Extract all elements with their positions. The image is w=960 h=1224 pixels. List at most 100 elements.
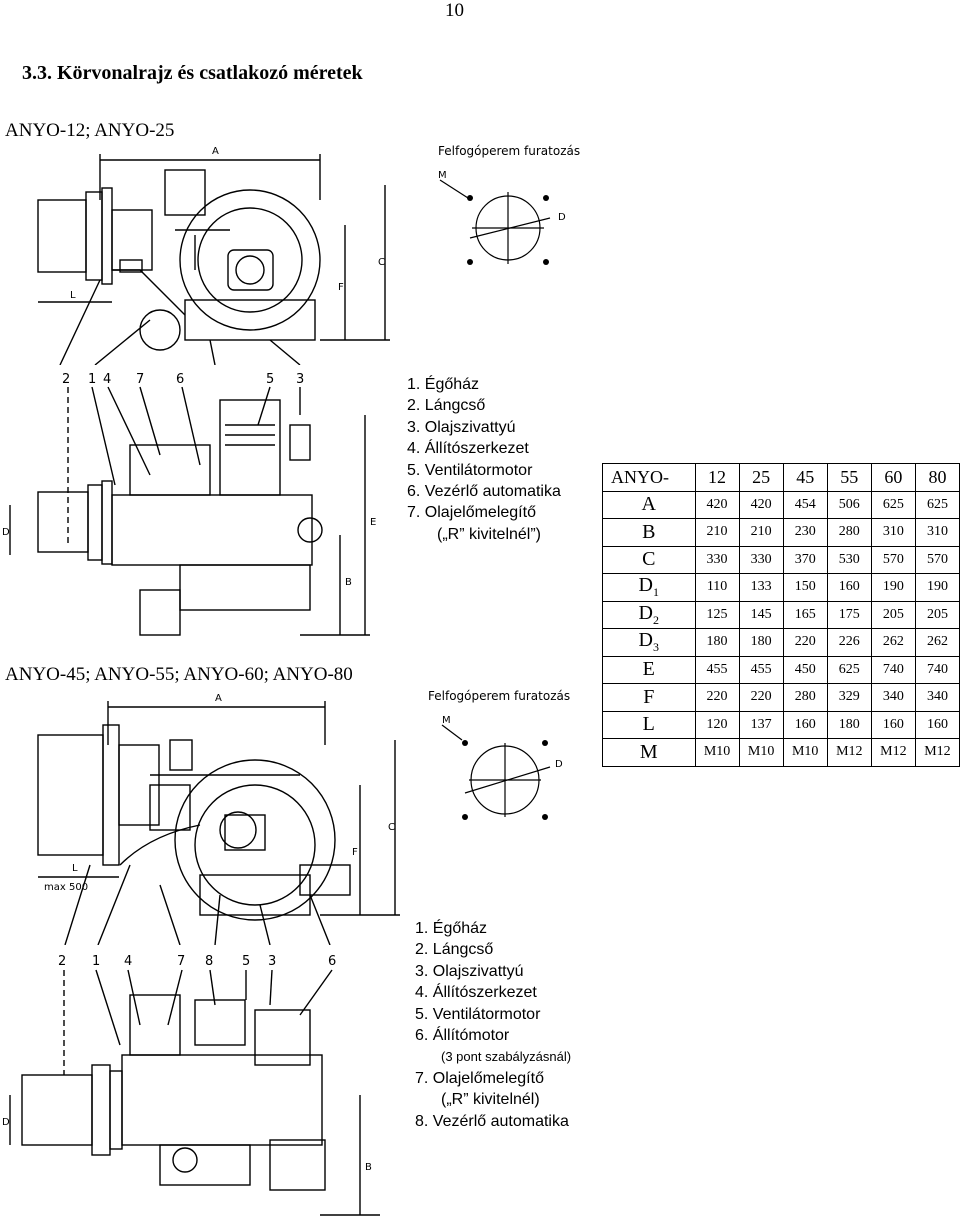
table-cell: 230 [782, 518, 828, 547]
legend-top-item: 7. Olajelőmelegítő [407, 504, 536, 522]
table-cell: 570 [914, 545, 960, 574]
dim-label-max500: max 500 [44, 882, 88, 893]
callout-bottom-2: 2 [58, 954, 66, 969]
row-label-letter: D [638, 601, 653, 624]
table-cell: 190 [914, 573, 960, 602]
table-cell: 160 [914, 710, 960, 739]
callout-top-2: 2 [62, 372, 70, 387]
table-cell: 150 [782, 573, 828, 602]
legend-bottom-item: (3 pont szabályzásnál) [441, 1049, 572, 1065]
table-col-header: 12 [694, 463, 740, 492]
table-cell: M10 [782, 738, 828, 767]
dim-label-d1-top: D [2, 527, 10, 538]
table-cell: 280 [826, 518, 872, 547]
legend-top-item: 5. Ventilátormotor [407, 461, 533, 479]
row-label-letter: C [642, 548, 656, 571]
table-cell: 420 [738, 490, 784, 519]
table-cell: 330 [738, 545, 784, 574]
callout-bottom-3: 3 [268, 954, 276, 969]
table-cell: 226 [826, 628, 872, 657]
table-cell: 570 [870, 545, 916, 574]
table-cell: 454 [782, 490, 828, 519]
callout-top-3: 3 [296, 372, 304, 387]
table-cell: 190 [870, 573, 916, 602]
table-cell: 740 [914, 655, 960, 684]
row-label-letter: A [641, 493, 656, 516]
table-cell: 180 [738, 628, 784, 657]
row-label-letter: L [642, 713, 655, 736]
burner-side-view-large: A L max 500 C F [0, 685, 420, 945]
callout-top-6: 6 [176, 372, 184, 387]
legend-top: 1. Égőház 2. Lángcső 3. Olajszivattyú 4.… [407, 374, 561, 545]
table-cell: M12 [914, 738, 960, 767]
table-header-row: ANYO- 12 25 45 55 60 80 [602, 463, 960, 492]
table-cell: 210 [738, 518, 784, 547]
legend-bottom-item: 7. Olajelőmelegítő [415, 1069, 544, 1087]
table-cell: 370 [782, 545, 828, 574]
row-label-letter: D [638, 629, 653, 652]
table-row-label: E [602, 655, 696, 684]
legend-top-item: 6. Vezérlő automatika [407, 483, 561, 501]
table-cell: 310 [870, 518, 916, 547]
table-cell: 310 [914, 518, 960, 547]
legend-bottom-item: 3. Olajszivattyú [415, 962, 524, 980]
row-label-letter: M [639, 740, 658, 763]
callout-top-5: 5 [266, 372, 274, 387]
legend-bottom-item: 5. Ventilátormotor [415, 1005, 541, 1023]
table-cell: 165 [782, 600, 828, 629]
table-cell: 329 [826, 683, 872, 712]
table-cell: 340 [914, 683, 960, 712]
flange-label-m-bottom: M [442, 715, 451, 726]
table-cell: 330 [694, 545, 740, 574]
legend-bottom-item: 1. Égőház [415, 920, 488, 937]
burner-top-view-small: 2 1 4 7 6 5 3 D E B [0, 365, 400, 655]
callout-top-1: 1 [88, 372, 96, 387]
dim-label-l: L [70, 290, 76, 301]
row-label-letter: F [643, 685, 655, 708]
legend-bottom-item: 4. Állítószerkezet [415, 984, 537, 1002]
table-cell: 180 [826, 710, 872, 739]
legend-bottom: 1. Égőház 2. Lángcső 3. Olajszivattyú 4.… [415, 918, 571, 1132]
callout-top-7: 7 [136, 372, 144, 387]
row-label-subscript: 3 [652, 640, 659, 655]
flange-label-m-top: M [438, 170, 447, 181]
table-row-label: L [602, 710, 696, 739]
burner-top-view-large: 2 1 4 7 8 5 3 6 D B [0, 945, 400, 1224]
table-cell: 205 [914, 600, 960, 629]
table-cell: 450 [782, 655, 828, 684]
flange-label-d2-top: D [558, 212, 566, 223]
dim-label-c: C [378, 257, 385, 268]
table-cell: 340 [870, 683, 916, 712]
table-header-label: ANYO- [602, 463, 696, 492]
table-cell: 220 [738, 683, 784, 712]
table-cell: 160 [782, 710, 828, 739]
table-cell: 220 [782, 628, 828, 657]
table-cell: 133 [738, 573, 784, 602]
table-cell: 740 [870, 655, 916, 684]
table-cell: 625 [914, 490, 960, 519]
row-label-letter: D [638, 574, 653, 597]
dim-label-d1-bottom: D [2, 1117, 10, 1128]
flange-detail-bottom: Felfogóperem furatozás M D [420, 685, 600, 835]
table-row-label: C [602, 545, 696, 574]
callout-top-4: 4 [103, 372, 111, 387]
table-col-header: 45 [782, 463, 828, 492]
legend-bottom-item: 2. Lángcső [415, 941, 494, 959]
legend-top-item: 4. Állítószerkezet [407, 440, 529, 458]
burner-side-view-small: A L C F [0, 140, 400, 365]
table-cell: 175 [826, 600, 872, 629]
table-cell: 145 [738, 600, 784, 629]
dim-label-a: A [212, 146, 219, 157]
table-row-label: B [602, 518, 696, 547]
table-cell: M10 [694, 738, 740, 767]
table-cell: 455 [694, 655, 740, 684]
callout-bottom-7: 7 [177, 954, 185, 969]
